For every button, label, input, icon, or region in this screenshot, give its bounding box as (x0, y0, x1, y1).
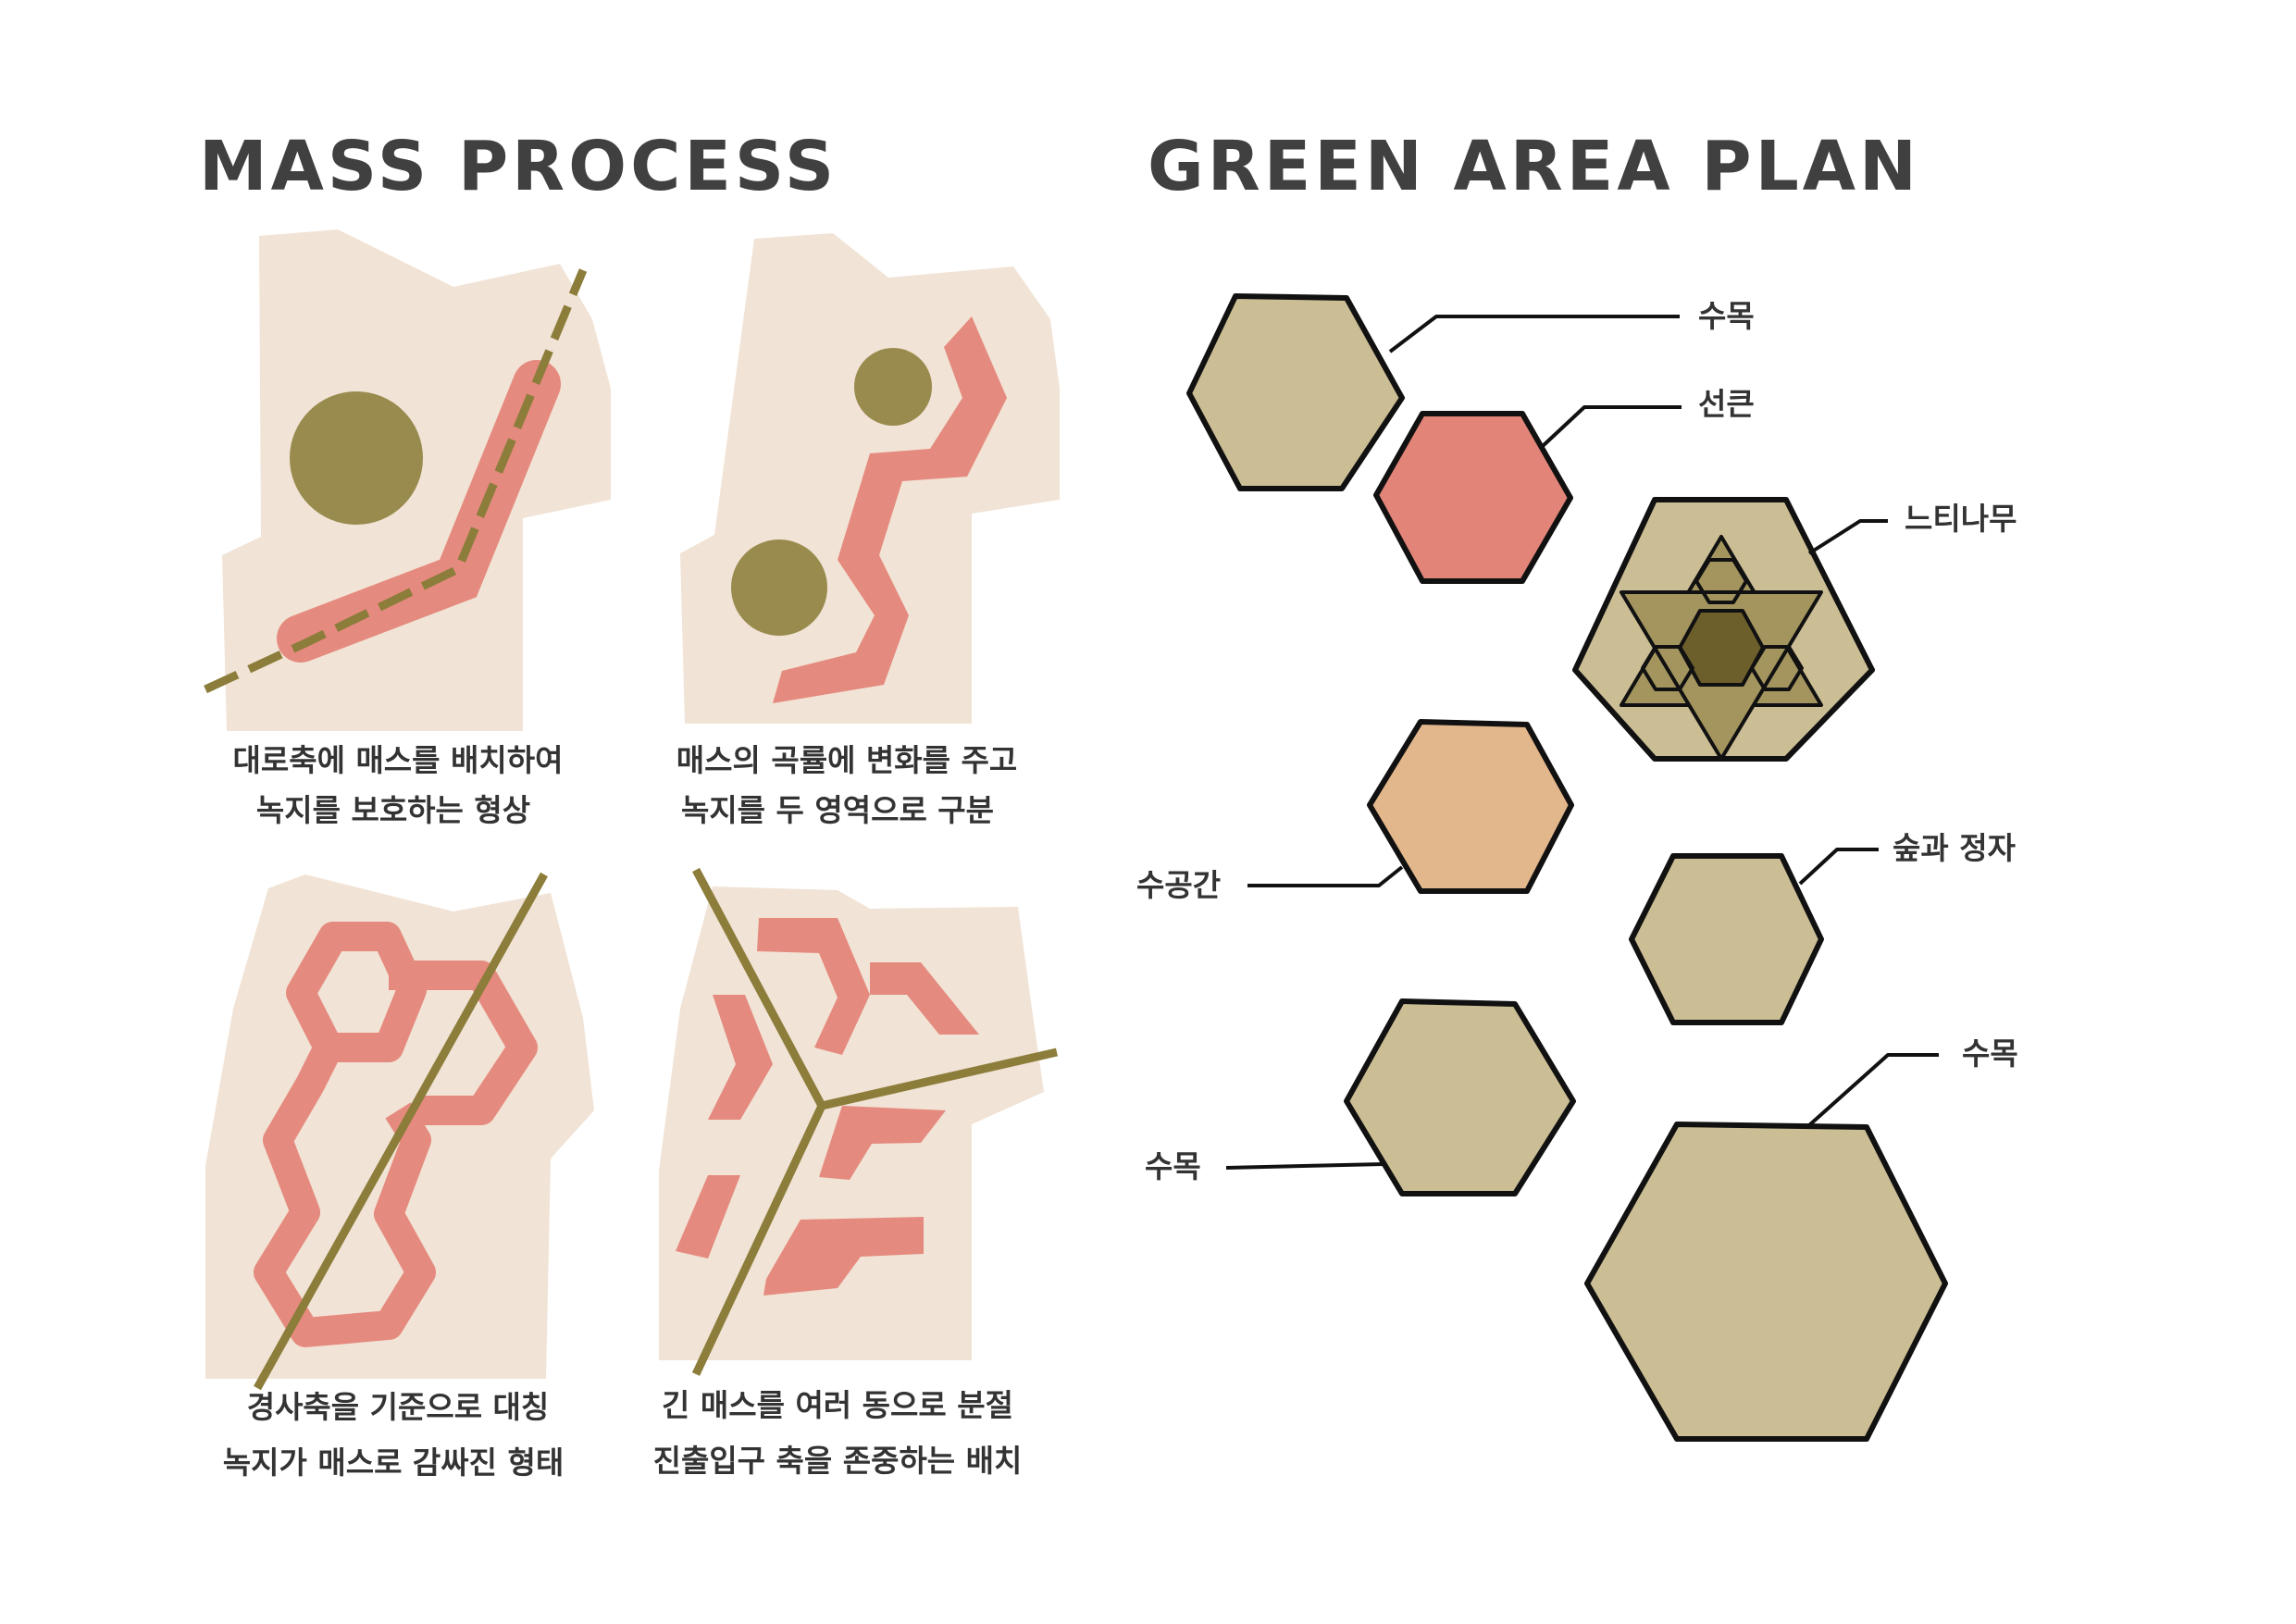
label-tree: 수목 (1962, 1035, 2018, 1072)
label-tree: 수목 (1145, 1148, 1201, 1184)
tree-hexagon (1344, 998, 1576, 1196)
green-area-circle (290, 391, 423, 525)
zelkova-small-hexagon (1694, 558, 1748, 604)
leader-line (1247, 865, 1404, 887)
mass-zigzag (773, 316, 1007, 703)
mass-process-title: MASS PROCESS (199, 127, 838, 206)
label-forest-pavilion: 숲과 정자 (1893, 830, 2017, 866)
panel-caption-line1: 긴 매스를 여러 동으로 분절 (662, 1387, 1013, 1423)
green-area-plan-title: GREEN AREA PLAN (1148, 127, 1920, 206)
mass-panel-3: 경사축을 기준으로 대칭 녹지가 매스로 감싸진 형태 (205, 872, 594, 1481)
leader-line (1807, 519, 1888, 555)
mass-segment (870, 962, 979, 1035)
mass-panel-1: 대로축에 매스를 배치하여 녹지를 보호하는 형상 (204, 229, 611, 828)
panel-caption-line1: 매스의 곡률에 변화를 주고 (676, 742, 1017, 778)
mass-panel-2: 매스의 곡률에 변화를 주고 녹지를 두 영역으로 구분 (676, 233, 1060, 828)
panel-caption-line1: 대로축에 매스를 배치하여 (233, 742, 564, 778)
panel-caption-line2: 진출입구 축을 존중하는 배치 (653, 1443, 1023, 1479)
entrance-axis (691, 1104, 826, 1376)
slope-axis (254, 872, 548, 1391)
zelkova-small-hexagon (1641, 645, 1694, 691)
mass-segment (708, 995, 773, 1120)
label-tree: 수목 (1698, 298, 1755, 334)
panel-caption-line2: 녹지를 보호하는 형상 (256, 792, 530, 828)
mass-segment (757, 918, 870, 1055)
label-zelkova: 느티나무 (1905, 501, 2017, 537)
label-sunken: 선큰 (1698, 386, 1755, 422)
mass-segment (676, 1175, 740, 1258)
zelkova-core-hexagon (1678, 609, 1765, 687)
label-water-space: 수공간 (1136, 867, 1221, 903)
green-area-circle (731, 539, 827, 636)
leader-line (1798, 848, 1879, 886)
mass-segment (819, 1106, 946, 1180)
forest-hexagon (1629, 853, 1824, 1025)
tree-hexagon-large (1584, 1122, 1948, 1442)
panel-caption-line2: 녹지를 두 영역으로 구분 (681, 792, 994, 828)
green-plan-diagram: 수목 선큰 느티나무 수공간 숲과 정자 수목 수목 (1136, 293, 2018, 1442)
tree-hexagon (1186, 293, 1405, 491)
sunken-hexagon (1373, 411, 1573, 584)
mass-panel-4: 긴 매스를 여러 동으로 분절 진출입구 축을 존중하는 배치 (653, 867, 1059, 1479)
leader-line (1225, 1162, 1384, 1170)
leader-line (1388, 315, 1680, 353)
panel-caption-line1: 경사축을 기준으로 대칭 (247, 1389, 550, 1425)
panel-caption-line2: 녹지가 매스로 감싸진 형태 (223, 1444, 564, 1481)
zelkova-small-hexagon (1750, 645, 1804, 691)
mass-segment (763, 1217, 924, 1295)
green-area-circle (854, 348, 932, 426)
mass-hex-chain (254, 922, 538, 1347)
water-space-hexagon (1367, 719, 1574, 894)
main-road-axis (204, 268, 588, 694)
leader-line (1807, 1053, 1939, 1127)
leader-line (1541, 405, 1682, 448)
